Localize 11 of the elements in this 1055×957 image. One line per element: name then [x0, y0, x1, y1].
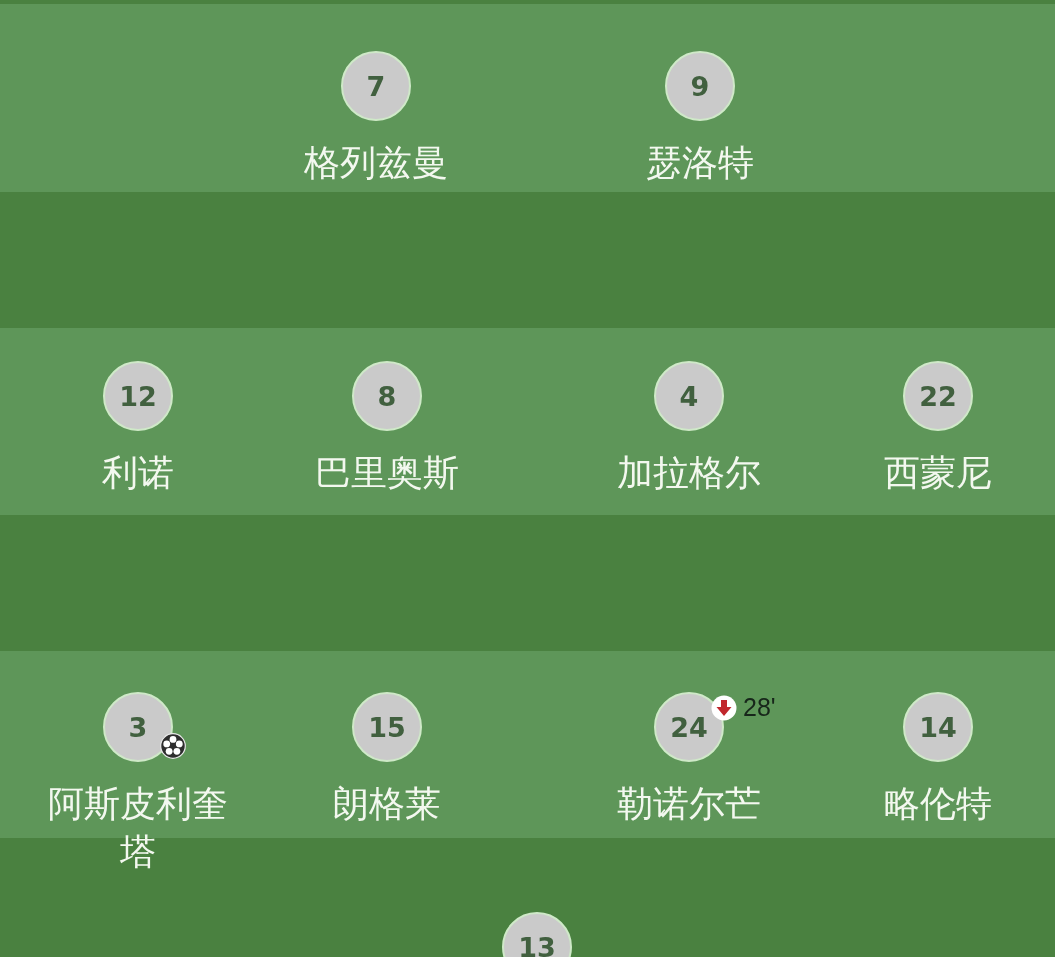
player-name: 阿斯皮利奎塔	[47, 782, 229, 874]
player-name: 加拉格尔	[617, 451, 761, 495]
player-name: 利诺	[102, 451, 174, 495]
player-name: 巴里奥斯	[315, 451, 459, 495]
player-name: 格列兹曼	[304, 141, 448, 185]
player-name: 西蒙尼	[884, 451, 992, 495]
player-name: 略伦特	[884, 782, 992, 826]
player-name: 朗格莱	[333, 782, 441, 826]
minute-label: 28'	[743, 693, 776, 721]
player-name: 勒诺尔芒	[617, 782, 761, 826]
player-name: 瑟洛特	[646, 141, 754, 185]
